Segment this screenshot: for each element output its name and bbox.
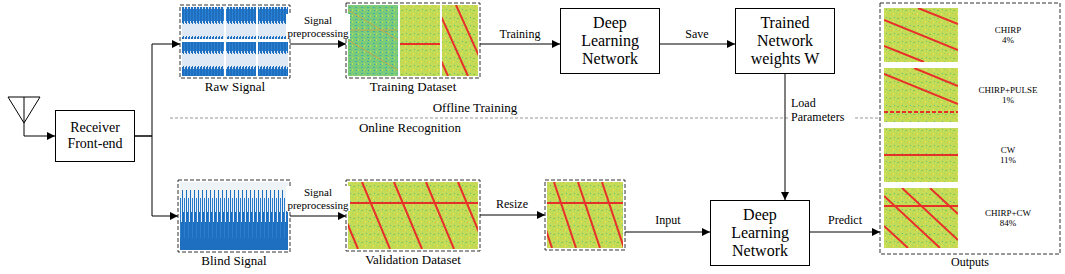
image-panel: Blind Signal <box>178 180 290 270</box>
output-item: CHIRP4% <box>884 8 1056 62</box>
separator-line <box>170 118 880 119</box>
training-spectrograms <box>346 3 488 78</box>
node-text: 1% <box>1002 95 1014 105</box>
connector-arrow <box>785 74 786 200</box>
node-text: Blind Signal <box>178 254 290 269</box>
box-text: Receiver Front-end <box>62 120 128 151</box>
panel-caption: Training Dataset <box>346 80 480 95</box>
edge-label: Save <box>684 28 709 42</box>
node-text: 4% <box>1002 35 1014 45</box>
validation-spectrogram <box>330 180 486 251</box>
output-panel: Outputs CHIRP4% CHIRP+PULSE1% CW11% CHIRP+CW… <box>880 3 1060 272</box>
output-item: CHIRP+CW84% <box>884 188 1056 248</box>
connector-arrow <box>290 44 346 45</box>
image-panel: Training Dataset <box>346 3 480 97</box>
edge-label: Predict <box>827 214 863 228</box>
antenna-symbol <box>8 97 55 136</box>
node-text: Training Dataset <box>346 80 480 95</box>
resized-spectrogram <box>530 180 625 250</box>
output-item: CW11% <box>884 128 1056 182</box>
input-arrow <box>625 232 710 233</box>
box-text: Deep Learning Network <box>567 14 653 68</box>
node-text: Deep Learning Network <box>717 206 803 260</box>
output-text: CHIRP+PULSE1% <box>962 68 1054 122</box>
node-text: Receiver Front-end <box>62 120 128 151</box>
panel-caption: Outputs <box>880 256 1060 269</box>
panel-caption: Raw Signal <box>180 80 290 95</box>
output-text: CW11% <box>962 128 1054 182</box>
node-text: CHIRP+PULSE <box>978 85 1037 95</box>
connector-arrow <box>290 216 346 217</box>
image-panel: Raw Signal <box>180 5 290 97</box>
arrow-label: Input <box>654 214 681 228</box>
output-spectrograms <box>880 3 1060 254</box>
connector-arrow <box>480 44 560 45</box>
process-box: Receiver Front-end <box>55 110 135 162</box>
node-text: 11% <box>1000 155 1016 165</box>
node-text: Outputs <box>880 256 1060 269</box>
process-box: Deep Learning Network <box>710 200 810 266</box>
node-text: CHIRP <box>995 25 1022 35</box>
edge-label: Signal preprocessing <box>286 186 350 211</box>
process-box: Deep Learning Network <box>560 8 660 74</box>
node-text: 84% <box>1000 218 1017 228</box>
output-text: CHIRP4% <box>962 8 1054 62</box>
connector-arrow <box>135 136 178 216</box>
edge-label: Training <box>499 28 542 42</box>
output-text: CHIRP+CW84% <box>962 188 1054 248</box>
box-text: Trained Network weights W <box>742 14 828 68</box>
arrow-label: Resize <box>495 198 529 212</box>
node-text: Trained Network weights W <box>742 14 828 68</box>
connector-arrow <box>135 44 180 136</box>
edge-label: Signal preprocessing <box>286 14 350 39</box>
node-text: Raw Signal <box>180 80 290 95</box>
panel-caption: Blind Signal <box>178 254 290 269</box>
resize-arrow <box>480 215 545 216</box>
blind-signal-image <box>178 180 290 252</box>
section-label: Offline Training <box>432 101 519 116</box>
box-text: Deep Learning Network <box>717 206 803 260</box>
output-item: CHIRP+PULSE1% <box>884 68 1056 122</box>
node-text: Deep Learning Network <box>567 14 653 68</box>
connector-arrow <box>810 232 880 233</box>
node-text: CW <box>1001 145 1016 155</box>
raw-signal-image <box>180 5 290 78</box>
section-label: Online Recognition <box>358 121 462 136</box>
node-text: Validation Dataset <box>346 253 480 268</box>
image-panel: Validation Dataset <box>346 180 480 268</box>
panel-caption: Validation Dataset <box>346 253 480 268</box>
node-text: CHIRP+CW <box>985 208 1031 218</box>
connector-arrow <box>660 44 735 45</box>
process-box: Trained Network weights W <box>735 8 835 74</box>
edge-label: Load Parameters <box>790 97 854 125</box>
